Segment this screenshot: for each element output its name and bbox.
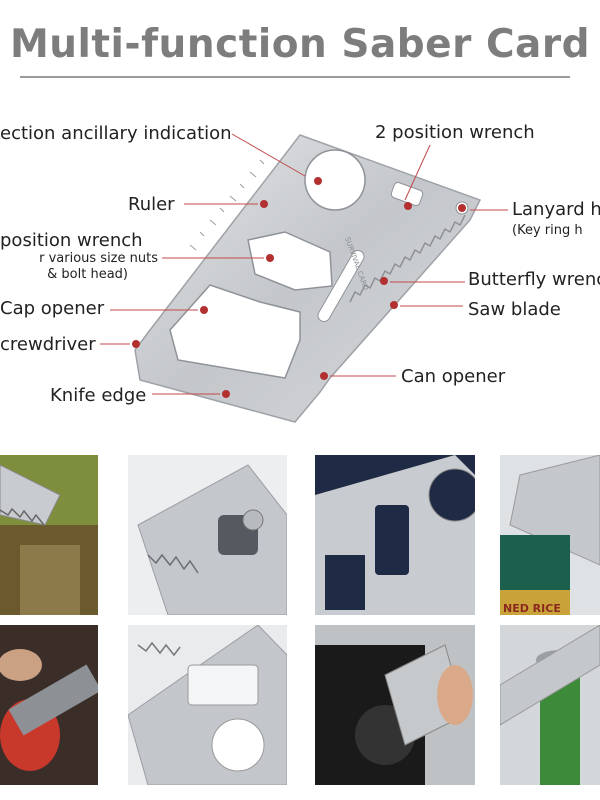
photo-card-closeup <box>128 455 287 615</box>
label-position-wrench: position wrench <box>0 230 143 251</box>
ruler-dot <box>260 200 268 208</box>
saber-card-illustration: SURVIVAL CARD <box>100 133 508 423</box>
label-screwdriver: crewdriver <box>0 334 96 355</box>
direction-dot <box>314 177 322 185</box>
butterfly-dot <box>380 277 388 285</box>
label-nuts-line1: r various size nuts <box>39 251 158 266</box>
cap-dot <box>200 306 208 314</box>
screwdriver-dot <box>132 340 140 348</box>
photo-bottle-opener: NED RICE <box>500 455 600 615</box>
label-ruler: Ruler <box>128 194 175 215</box>
photo-cutting-apple <box>0 625 98 785</box>
label-butterfly: Butterfly wrenc <box>468 269 600 290</box>
photo-camera-tool <box>315 625 475 785</box>
label-can-opener: Can opener <box>401 366 506 387</box>
nut-wrench-dot <box>266 254 274 262</box>
lanyard-dot <box>458 204 466 212</box>
knife-dot <box>222 390 230 398</box>
label-nuts-line2: & bolt head) <box>47 267 128 282</box>
photo-card-angle <box>315 455 475 615</box>
label-lanyard: Lanyard h <box>512 199 600 220</box>
saw-dot <box>390 301 398 309</box>
photo-saw-wood <box>0 455 98 615</box>
wrench2-dot <box>404 202 412 210</box>
photo-card-compass <box>128 625 287 785</box>
photo-can-text: NED RICE <box>503 602 561 615</box>
label-two-position-wrench: 2 position wrench <box>375 122 535 143</box>
label-cap-opener: Cap opener <box>0 298 105 319</box>
can-dot <box>320 372 328 380</box>
label-knife: Knife edge <box>50 385 147 406</box>
label-saw: Saw blade <box>468 299 561 320</box>
title-divider <box>20 76 570 78</box>
label-lanyard-sub: (Key ring h <box>512 223 583 238</box>
label-direction: ection ancillary indication <box>0 123 232 144</box>
photo-bottle-cap <box>500 625 600 785</box>
page-title: Multi-function Saber Card <box>9 22 591 67</box>
